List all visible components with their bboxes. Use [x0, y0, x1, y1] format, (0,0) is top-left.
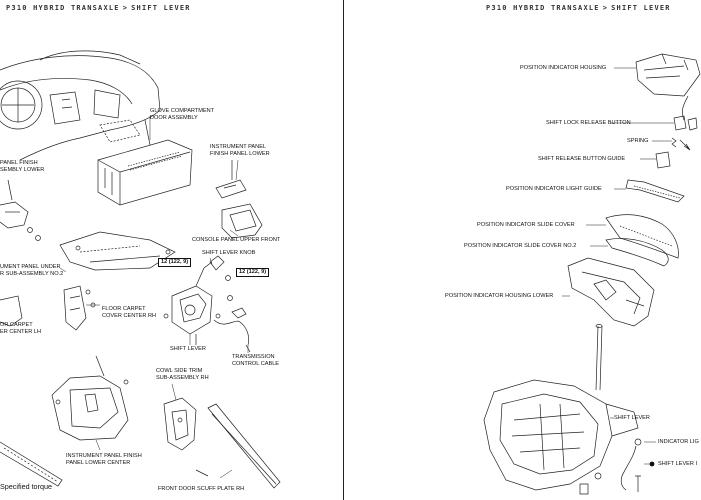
header-separator: >: [602, 4, 609, 12]
header-section: SHIFT LEVER: [611, 4, 671, 12]
console-panel-illustration: [221, 203, 263, 239]
page-header: P310 HYBRID TRANSAXLE>SHIFT LEVER: [6, 4, 191, 12]
scuff-plate-illustration: [195, 403, 281, 489]
dashboard-illustration: [0, 50, 161, 161]
shift-lever-rod-illustration: [595, 324, 603, 391]
torque-callout-1: 12 (122, 9): [158, 258, 192, 267]
label-position-indicator-light-guide: POSITION INDICATOR LIGHT GUIDE: [506, 186, 602, 192]
slide-cover-illustration: [605, 214, 679, 259]
exploded-view-right: [483, 53, 701, 495]
label-shift-lever-knob: SHIFT LEVER KNOB: [202, 250, 256, 256]
label-shift-release-button-guide: SHIFT RELEASE BUTTON GUIDE: [538, 156, 626, 162]
bolt-marker: [649, 461, 655, 467]
leader-lines-left: [59, 116, 249, 479]
header-separator: >: [122, 4, 129, 12]
floor-carpet-lh-illustration: [0, 295, 23, 327]
label-position-indicator-slide-cover: POSITION INDICATOR SLIDE COVER: [477, 222, 575, 228]
indicator-light-illustration: [620, 438, 642, 491]
label-shift-lever: SHIFT LEVER: [614, 415, 650, 421]
diagram-page-right: P310 HYBRID TRANSAXLE>SHIFT LEVER: [344, 0, 701, 500]
page-header: P310 HYBRID TRANSAXLE>SHIFT LEVER: [486, 4, 671, 12]
legend-specified-torque: Specified torque: [0, 482, 52, 491]
label-position-indicator-housing-lower: POSITION INDICATOR HOUSING LOWER: [445, 293, 554, 299]
header-model: P310 HYBRID TRANSAXLE: [486, 4, 600, 12]
light-guide-illustration: [625, 179, 685, 203]
floor-rail-illustration: [0, 441, 63, 487]
spring-illustration: [671, 137, 691, 151]
label-position-indicator-housing: POSITION INDICATOR HOUSING: [520, 65, 607, 71]
header-section: SHIFT LEVER: [131, 4, 191, 12]
header-model: P310 HYBRID TRANSAXLE: [6, 4, 120, 12]
slide-cover-no2-illustration: [605, 238, 669, 267]
cowl-side-trim-illustration: [163, 397, 197, 451]
release-button-illustration: [673, 115, 698, 131]
shift-lever-bolt-illustration: [579, 475, 641, 495]
leader-lines-right: [562, 67, 674, 465]
page-divider: [343, 0, 344, 500]
label-spring: SPRING: [627, 138, 649, 144]
shift-lever-base-illustration: [483, 379, 639, 491]
floor-carpet-rh-illustration: [63, 285, 96, 331]
shift-lever-assembly-illustration: [163, 255, 233, 345]
housing-lower-illustration: [567, 257, 655, 327]
label-indicator-light: INDICATOR LIG: [658, 439, 699, 445]
lower-center-panel-illustration: [51, 355, 129, 441]
label-front-door-scuff-plate-rh: FRONT DOOR SCUFF PLATE RH: [158, 486, 245, 492]
finish-panel-lower-illustration: [215, 160, 247, 199]
label-console-panel-upper-front: CONSOLE PANEL UPPER FRONT: [192, 237, 281, 243]
label-position-indicator-slide-cover-no2: POSITION INDICATOR SLIDE COVER NO.2: [464, 243, 577, 249]
glove-compartment-illustration: [97, 119, 193, 206]
label-shift-lever: SHIFT LEVER: [170, 346, 206, 352]
button-guide-illustration: [655, 151, 671, 169]
panel-finish-lower-illustration: [0, 179, 41, 241]
torque-callout-2: 12 (122, 9): [236, 268, 270, 277]
position-indicator-housing-illustration: [635, 53, 701, 121]
exploded-view-left: [0, 50, 281, 489]
label-shift-lever-bolt: SHIFT LEVER I: [658, 461, 698, 467]
legend-text: Specified torque: [0, 482, 52, 491]
label-shift-lock-release-button: SHIFT LOCK RELEASE BUTTON: [546, 120, 631, 126]
diagram-page-left: P310 HYBRID TRANSAXLE>SHIFT LEVER: [0, 0, 343, 500]
